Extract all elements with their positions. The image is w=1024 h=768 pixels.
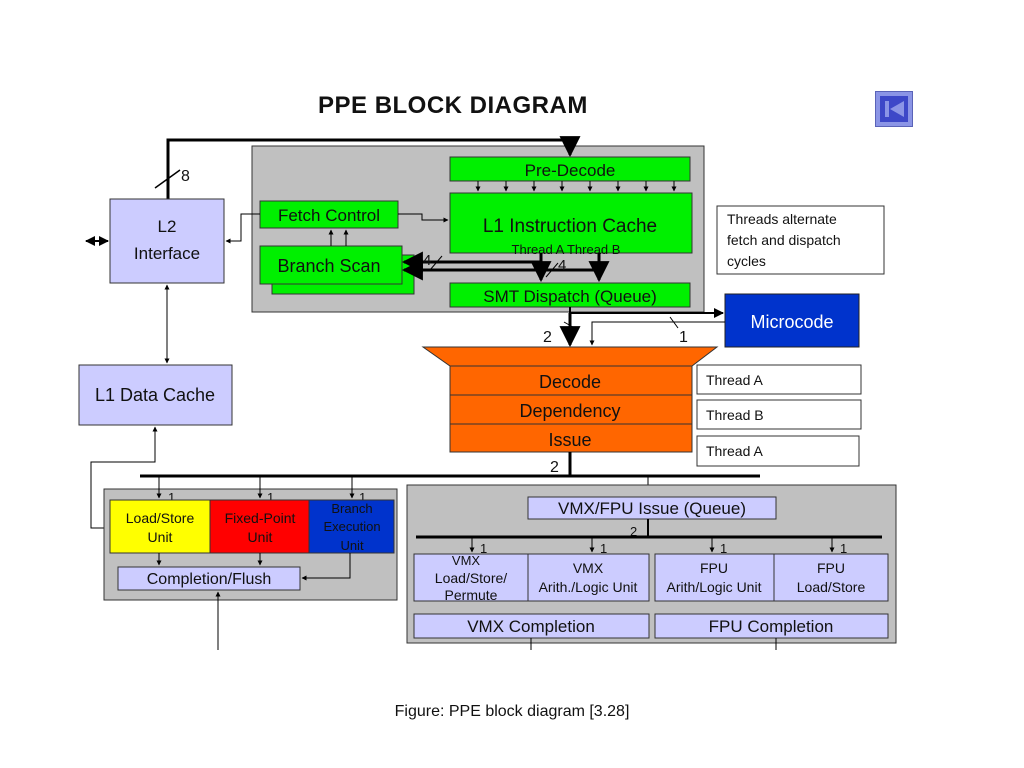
issue-thread-box: [696, 435, 860, 467]
branch-scan-label: Branch Scan: [277, 256, 380, 276]
fetch-control-label: Fetch Control: [278, 206, 380, 225]
bus-to-units-arrows: [156, 476, 355, 499]
vmx-lsp-line1: VMX: [452, 553, 481, 568]
branch-exec-line1: Branch: [331, 501, 372, 516]
completion-flush-block: [117, 566, 301, 591]
threads-note-line3: cycles: [727, 253, 766, 269]
figure-caption: Figure: PPE block diagram [3.28]: [394, 703, 630, 720]
l2-interface-line2: Interface: [134, 244, 200, 263]
smt-dispatch-label: SMT Dispatch (Queue): [483, 287, 657, 306]
l2-to-predecode-bus: [166, 136, 581, 199]
diagram-title: PPE BLOCK DIAGRAM: [318, 92, 588, 119]
threads-note-line1: Threads alternate: [727, 211, 837, 227]
unit-width-1-fpu-ls: 1: [840, 541, 847, 556]
issue-thread-label: Thread A: [706, 443, 763, 459]
threads-note-box: [716, 205, 885, 275]
unit-width-1-vmx-alu: 1: [600, 541, 607, 556]
fpu-arith-logic-unit: [654, 553, 775, 602]
load-store-line2: Unit: [148, 529, 173, 545]
vmx-fpu-issue-label: VMX/FPU Issue (Queue): [558, 499, 746, 518]
unit-width-1-vmx-lsp: 1: [480, 541, 487, 556]
fpu-ls-line1: FPU: [817, 560, 845, 576]
fpu-completion-label: FPU Completion: [709, 617, 834, 636]
branch-execution-unit: [308, 499, 395, 554]
pre-decode-block: [449, 156, 691, 182]
fpu-alu-line2: Arith/Logic Unit: [667, 579, 762, 595]
vmx-arith-logic-unit: [527, 553, 650, 602]
vmx-load-store-permute-unit: [413, 553, 529, 602]
branch-width-4b-label: 4: [558, 257, 566, 274]
fpu-load-store-unit: [773, 553, 889, 602]
branch-exec-line2: Execution: [323, 519, 380, 534]
decode-label: Decode: [539, 372, 601, 392]
bus-slash-8: [154, 169, 181, 189]
branch-slash-a: [429, 255, 443, 271]
microcode-width-1-label: 1: [679, 329, 688, 346]
pre-decode-label: Pre-Decode: [525, 161, 616, 180]
back-button[interactable]: [875, 91, 913, 127]
threads-note-line2: fetch and dispatch: [727, 232, 841, 248]
branch-exec-line3: Unit: [340, 538, 364, 553]
unit-width-1-fpu-alu: 1: [720, 541, 727, 556]
vmx-lsp-line3: Permute: [445, 587, 498, 603]
issue-stage: [449, 423, 693, 453]
predecode-to-icache-arrows: [475, 181, 677, 192]
issue-label: Issue: [548, 430, 591, 450]
issue-width-2-label: 2: [550, 459, 559, 476]
branch-to-completion: [301, 553, 351, 581]
branch-slash-b: [545, 262, 559, 278]
fixed-point-line2: Unit: [248, 529, 273, 545]
decode-thread-label: Thread A: [706, 372, 763, 388]
smt-dispatch-block: [449, 282, 691, 308]
l1-icache-label: L1 Instruction Cache: [483, 216, 657, 237]
completion-flush-label: Completion/Flush: [147, 571, 272, 588]
unit-width-1-branch: 1: [359, 490, 366, 505]
l1-dcache-label: L1 Data Cache: [95, 385, 215, 405]
decode-thread-box: [696, 364, 862, 395]
vmx-fpu-issue-block: [527, 496, 777, 520]
decode-stage: [449, 365, 693, 396]
vmx-fpu-width-2-label: 2: [630, 524, 637, 539]
microcode-to-decode-arrow: [589, 321, 725, 346]
unit-width-1-loadstore: 1: [168, 490, 175, 505]
branch-width-4a-label: 4: [423, 252, 431, 269]
bus-width-8-label: 8: [181, 168, 190, 185]
l2-interface-line1: L2: [158, 217, 177, 236]
dependency-thread-label: Thread B: [706, 407, 764, 423]
fetch-to-icache-arrow: [398, 213, 449, 223]
l1-dcache-block: [78, 364, 233, 426]
l1-icache-threads-label: Thread A Thread B: [512, 242, 621, 257]
vmx-lsp-line2: Load/Store/: [435, 570, 507, 586]
skip-back-icon: [880, 96, 908, 122]
fpu-ls-line2: Load/Store: [797, 579, 866, 595]
vmx-bus-to-units-arrows: [469, 537, 835, 553]
load-store-unit: [109, 499, 211, 554]
fixed-point-unit: [209, 499, 310, 554]
unit-width-1-fixedpoint: 1: [267, 490, 274, 505]
vmx-completion-label: VMX Completion: [467, 617, 595, 636]
vmx-alu-line1: VMX: [573, 560, 604, 576]
dependency-thread-box: [696, 399, 862, 430]
fetch-to-l2-arrow: [225, 213, 260, 244]
vmx-completion-block: [413, 613, 650, 639]
dispatch-slash: [563, 321, 579, 331]
fpu-completion-block: [654, 613, 889, 639]
l2-interface-block: [109, 198, 225, 284]
load-store-line1: Load/Store: [126, 510, 195, 526]
fetch-control-block: [259, 200, 399, 229]
fpu-alu-line1: FPU: [700, 560, 728, 576]
vmx-alu-line2: Arith./Logic Unit: [539, 579, 638, 595]
decode-funnel: [421, 346, 719, 367]
dependency-label: Dependency: [519, 401, 620, 421]
microcode-label: Microcode: [750, 312, 833, 332]
dispatch-width-2-label: 2: [543, 329, 552, 346]
microcode-slash: [669, 316, 679, 329]
fixed-point-line1: Fixed-Point: [225, 510, 296, 526]
microcode-block: [724, 293, 860, 348]
l1-icache-block: [449, 192, 693, 254]
loadstore-to-dcache-arrow: [90, 426, 158, 531]
